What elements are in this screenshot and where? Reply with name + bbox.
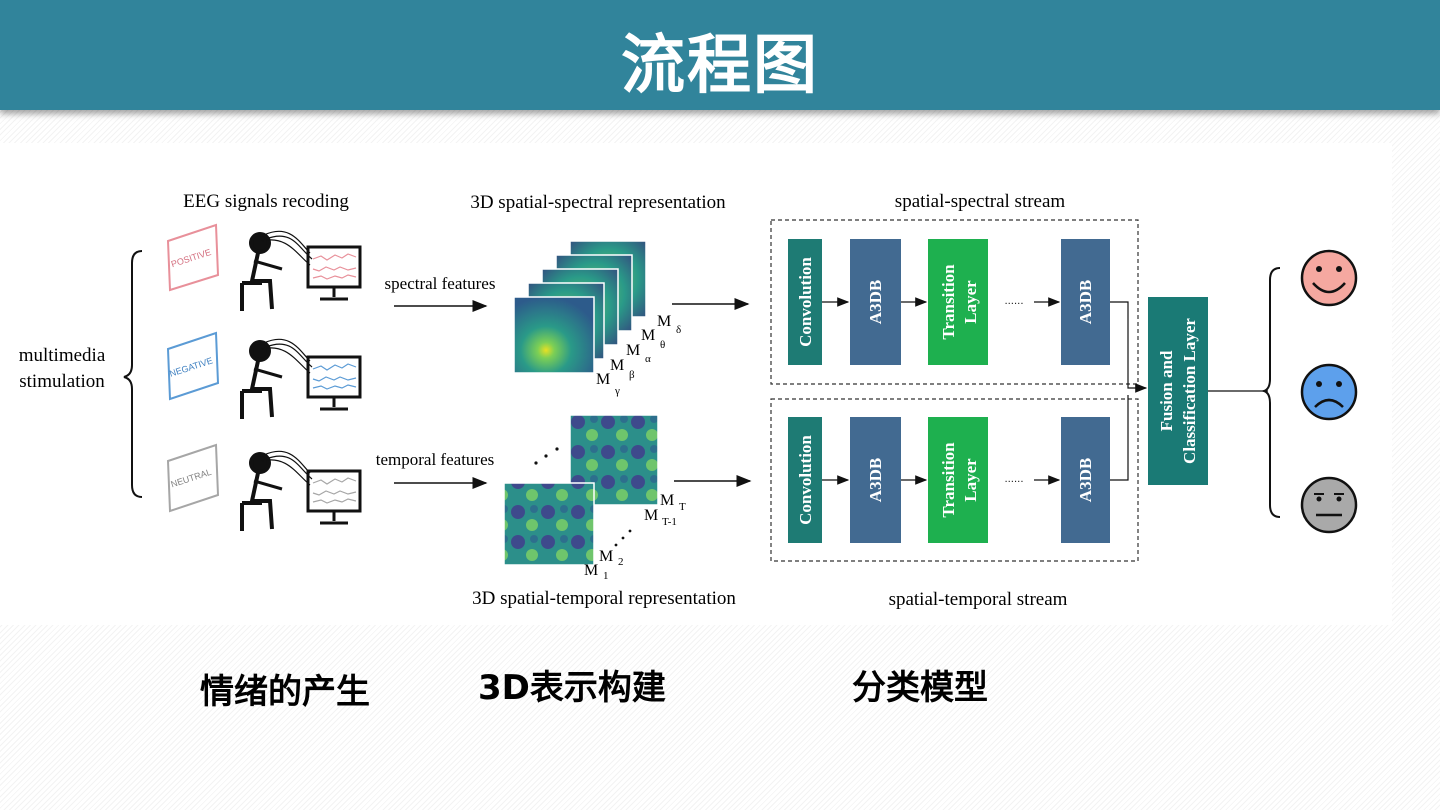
stimulation-label-1: multimedia bbox=[19, 345, 106, 366]
band-theta: θ bbox=[660, 339, 665, 351]
t-label-t1: T-1 bbox=[662, 516, 677, 528]
temporal-dots: ······ bbox=[1004, 477, 1023, 488]
t-label-1: 1 bbox=[603, 570, 609, 582]
band-m-beta: M bbox=[610, 357, 624, 374]
band-beta: β bbox=[629, 369, 635, 381]
transition-label-top-1: Transition bbox=[939, 264, 958, 340]
band-m-alpha: M bbox=[626, 342, 640, 359]
transition-label-top-2: Layer bbox=[961, 280, 980, 324]
merge-connectors bbox=[1110, 301, 1148, 481]
spectral-stream-blocks: Convolution A3DB Transition Layer A3DB bbox=[788, 239, 1110, 365]
t-m-2: M bbox=[599, 548, 613, 565]
pipeline-diagram: EEG signals recoding multimedia stimulat… bbox=[19, 191, 1358, 610]
page-title: 流程图 bbox=[621, 29, 819, 103]
subject-positive-icon bbox=[240, 230, 362, 311]
right-brace bbox=[1260, 267, 1281, 518]
temporal-repr-title: 3D spatial-temporal representation bbox=[472, 588, 736, 609]
t-label-2: 2 bbox=[618, 556, 624, 568]
left-brace bbox=[123, 250, 143, 498]
fusion-label-2: Classification Layer bbox=[1180, 318, 1199, 464]
temporal-features-label: temporal features bbox=[376, 450, 494, 469]
spectral-features-label: spectral features bbox=[385, 274, 496, 293]
band-m-gamma: M bbox=[596, 371, 610, 388]
spectral-repr-title: 3D spatial-spectral representation bbox=[470, 192, 726, 213]
t-m-t: M bbox=[660, 492, 674, 509]
header-bar: 流程图 bbox=[0, 0, 1440, 110]
a3db-label-top-2: A3DB bbox=[1076, 280, 1095, 324]
eeg-title: EEG signals recoding bbox=[183, 191, 349, 212]
transition-label-bottom-1: Transition bbox=[939, 442, 958, 518]
t-m-t1: M bbox=[644, 507, 658, 524]
stimulation-label-2: stimulation bbox=[19, 371, 105, 392]
happy-face-icon bbox=[1300, 249, 1358, 307]
subject-negative-icon bbox=[240, 338, 362, 419]
subject-neutral-icon bbox=[240, 450, 362, 531]
positive-card: POSITIVE bbox=[166, 223, 220, 292]
temporal-stream-title: spatial-temporal stream bbox=[889, 589, 1068, 610]
fusion-block: Fusion and Classification Layer bbox=[1148, 297, 1208, 485]
band-m-delta: M bbox=[657, 313, 671, 330]
band-labels: M δ M θ M α M β M γ bbox=[596, 313, 681, 397]
band-gamma: γ bbox=[614, 385, 620, 397]
diagram-panel: EEG signals recoding multimedia stimulat… bbox=[0, 143, 1392, 625]
spectral-heatmap-stack bbox=[513, 240, 647, 374]
a3db-label-bottom-1: A3DB bbox=[866, 458, 885, 502]
temporal-stream-blocks: Convolution A3DB Transition Layer A3DB bbox=[788, 417, 1110, 543]
conv-label-top: Convolution bbox=[796, 257, 815, 347]
t-m-1: M bbox=[584, 562, 598, 579]
temporal-heatmap-stack bbox=[503, 414, 659, 566]
spectral-dots: ······ bbox=[1004, 299, 1023, 310]
a3db-label-top-1: A3DB bbox=[866, 280, 885, 324]
band-delta: δ bbox=[676, 324, 681, 336]
neutral-face-icon bbox=[1300, 476, 1358, 534]
conv-label-bottom: Convolution bbox=[796, 435, 815, 525]
transition-label-bottom-2: Layer bbox=[961, 458, 980, 502]
band-m-theta: M bbox=[641, 327, 655, 344]
caption-emotion-generation: 情绪的产生 bbox=[200, 672, 370, 712]
temporal-labels: M T M T-1 M 2 M 1 bbox=[584, 492, 686, 582]
t-label-t: T bbox=[679, 501, 686, 513]
temporal-stream-box bbox=[770, 398, 1139, 562]
sad-face-icon bbox=[1300, 363, 1358, 421]
negative-card: NEGATIVE bbox=[166, 331, 220, 401]
neutral-card: NEUTRAL bbox=[166, 443, 220, 513]
fusion-label-1: Fusion and bbox=[1157, 350, 1176, 431]
spectral-stream-title: spatial-spectral stream bbox=[895, 191, 1066, 212]
caption-3d-representation: 3D表示构建 bbox=[478, 668, 666, 708]
a3db-label-bottom-2: A3DB bbox=[1076, 458, 1095, 502]
spectral-stream-box bbox=[770, 219, 1139, 385]
caption-classification-model: 分类模型 bbox=[852, 668, 988, 708]
band-alpha: α bbox=[645, 353, 651, 365]
